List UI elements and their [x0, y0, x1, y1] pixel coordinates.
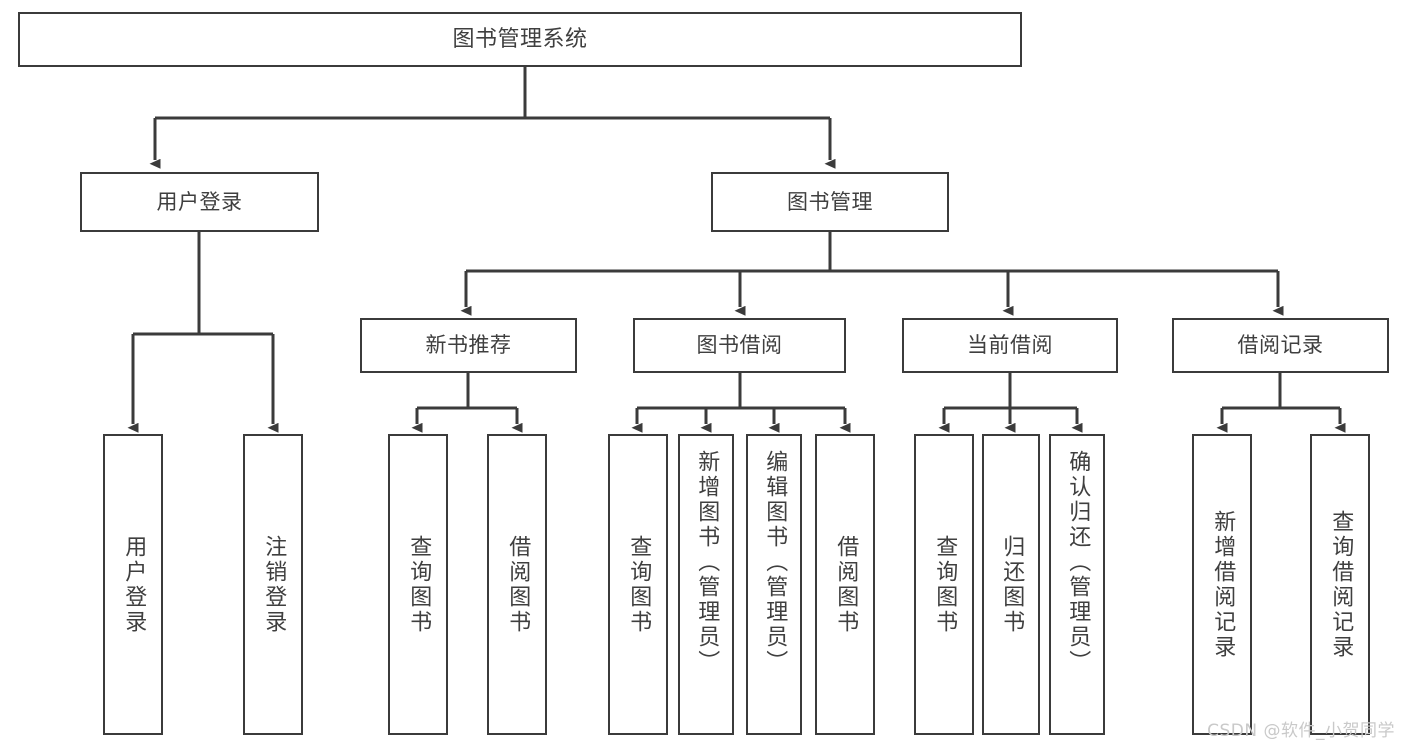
node-leaf-borrow-book-2-label: 借阅图书: [833, 534, 859, 635]
node-root[interactable]: 图书管理系统: [18, 12, 1022, 67]
node-leaf-return-book[interactable]: 归还图书: [982, 434, 1040, 735]
node-book-borrow-label: 图书借阅: [696, 333, 783, 358]
node-book-manage[interactable]: 图书管理: [711, 172, 949, 232]
node-leaf-query-book-1[interactable]: 查询图书: [388, 434, 448, 735]
node-user-login[interactable]: 用户登录: [80, 172, 319, 232]
node-new-book-recommend-label: 新书推荐: [425, 333, 512, 358]
node-leaf-query-book-3-label: 查询图书: [932, 534, 958, 635]
node-leaf-user-logout-label: 注销登录: [261, 534, 287, 635]
node-borrow-record[interactable]: 借阅记录: [1172, 318, 1389, 373]
node-leaf-user-logout[interactable]: 注销登录: [243, 434, 303, 735]
node-leaf-add-record[interactable]: 新增借阅记录: [1192, 434, 1252, 735]
node-leaf-confirm-return[interactable]: 确认归还（管理员）: [1049, 434, 1105, 735]
node-leaf-borrow-book-2[interactable]: 借阅图书: [815, 434, 875, 735]
node-leaf-add-record-label: 新增借阅记录: [1210, 509, 1236, 660]
node-leaf-borrow-book-1-label: 借阅图书: [505, 534, 531, 635]
node-leaf-query-book-1-label: 查询图书: [406, 534, 432, 635]
node-book-borrow[interactable]: 图书借阅: [633, 318, 846, 373]
node-leaf-user-login[interactable]: 用户登录: [103, 434, 163, 735]
node-leaf-query-book-2-label: 查询图书: [626, 534, 652, 635]
node-user-login-label: 用户登录: [156, 189, 243, 214]
node-leaf-query-book-2[interactable]: 查询图书: [608, 434, 668, 735]
node-leaf-edit-book-label: 编辑图书（管理员）: [762, 450, 788, 675]
node-leaf-query-book-3[interactable]: 查询图书: [914, 434, 974, 735]
node-book-manage-label: 图书管理: [787, 189, 873, 214]
csdn-watermark: CSDN @软件_小贺同学: [1207, 721, 1395, 741]
node-leaf-add-book-label: 新增图书（管理员）: [694, 450, 720, 675]
node-borrow-record-label: 借阅记录: [1237, 333, 1324, 358]
node-leaf-borrow-book-1[interactable]: 借阅图书: [487, 434, 547, 735]
node-leaf-edit-book[interactable]: 编辑图书（管理员）: [746, 434, 802, 735]
node-leaf-return-book-label: 归还图书: [999, 534, 1025, 635]
node-leaf-query-record-label: 查询借阅记录: [1328, 509, 1354, 660]
node-leaf-query-record[interactable]: 查询借阅记录: [1310, 434, 1370, 735]
node-root-label: 图书管理系统: [452, 26, 588, 52]
node-leaf-confirm-return-label: 确认归还（管理员）: [1065, 450, 1091, 675]
node-new-book-recommend[interactable]: 新书推荐: [360, 318, 577, 373]
node-leaf-add-book[interactable]: 新增图书（管理员）: [678, 434, 734, 735]
node-current-borrow[interactable]: 当前借阅: [902, 318, 1118, 373]
node-leaf-user-login-label: 用户登录: [121, 534, 147, 635]
node-current-borrow-label: 当前借阅: [967, 333, 1053, 358]
